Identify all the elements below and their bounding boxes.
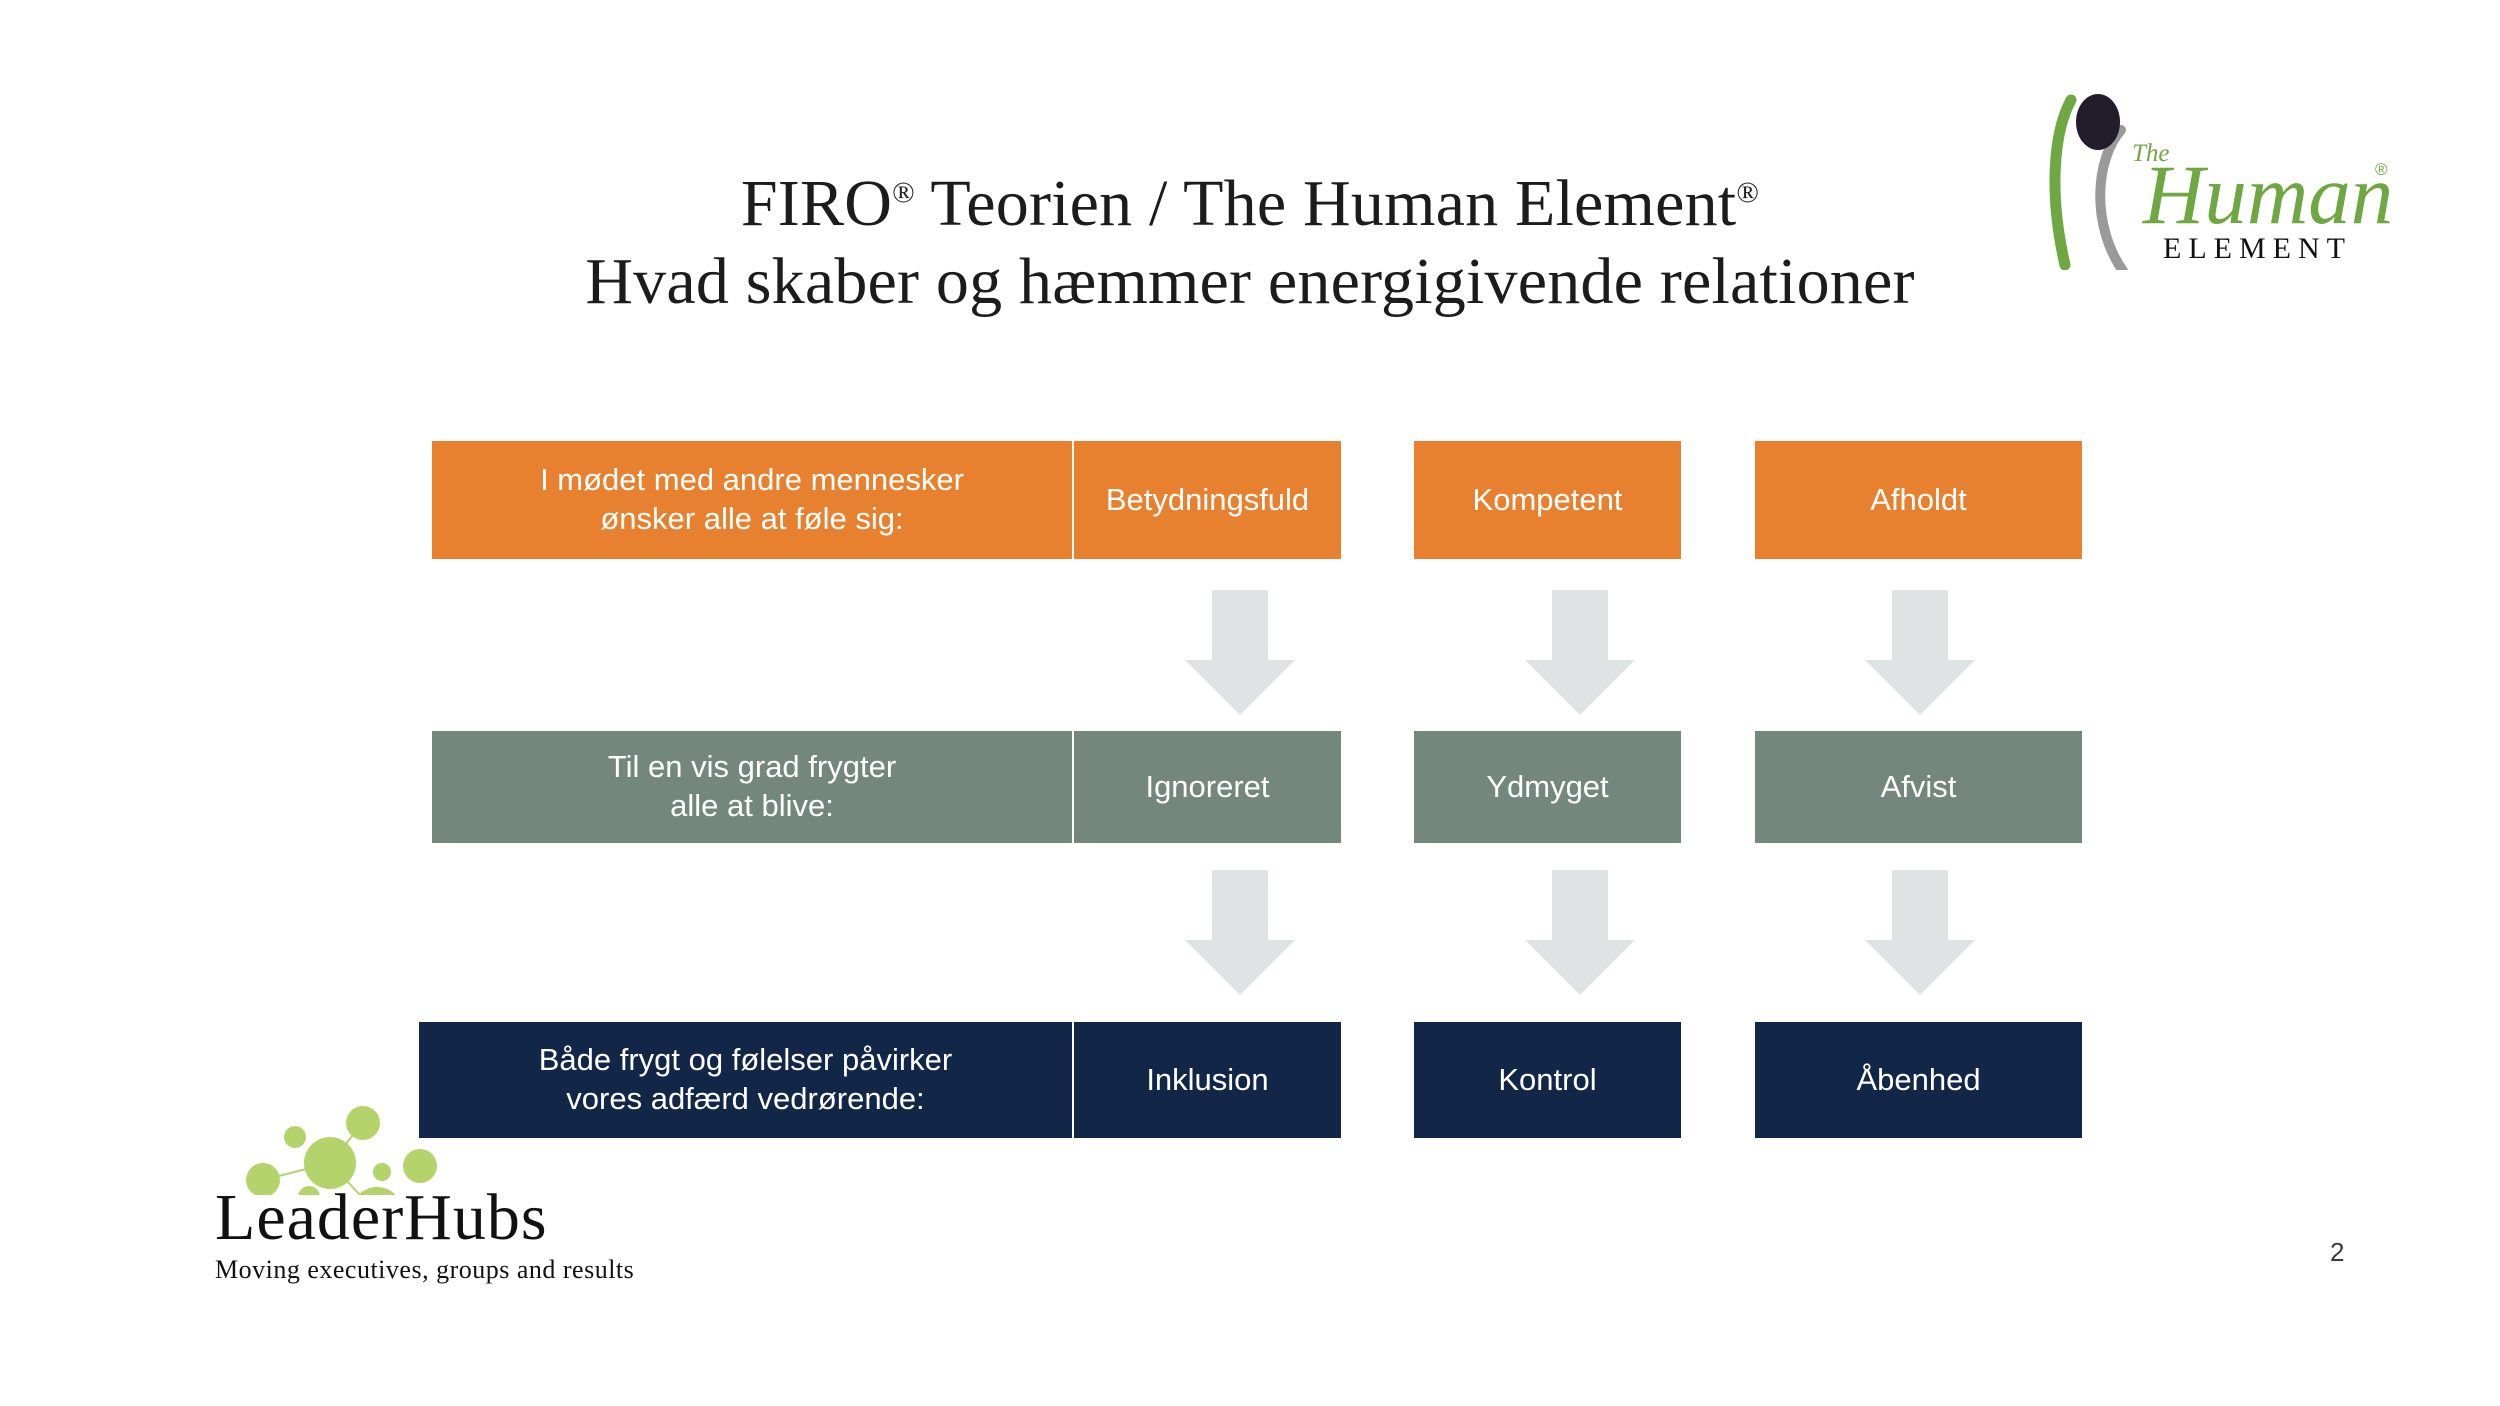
svg-text:Human: Human: [2142, 148, 2393, 242]
title-firo-text: FIRO: [740, 167, 893, 240]
row-label-line1: Til en vis grad frygter: [607, 749, 897, 785]
leaderhubs-tagline: Moving executives, groups and results: [215, 1255, 635, 1284]
row-label-text: Til en vis grad frygter alle at blive:: [608, 748, 896, 826]
matrix-cell-wants-control: Kompetent: [1414, 441, 1681, 559]
matrix-cell-fears-humiliated: Ydmyget: [1414, 731, 1681, 843]
matrix-cell-fears-ignored: Ignoreret: [1074, 731, 1341, 843]
the-human-element-logo: The Human ® ELEMENT: [2035, 75, 2435, 270]
matrix-cell-behaviour-inclusion: Inklusion: [1074, 1022, 1341, 1138]
matrix-cell-fears-rejected: Afvist: [1755, 731, 2082, 843]
row-label-line2: ønsker alle at føle sig:: [600, 501, 904, 536]
registered-mark-icon: ®: [892, 177, 915, 209]
leaderhubs-name: LeaderHubs: [215, 1181, 548, 1254]
arrow-down-icon: [1865, 590, 1975, 715]
title-line1-middle: Teorien / The Human Element: [914, 167, 1737, 240]
matrix-cell-wants-openness: Afholdt: [1755, 441, 2082, 559]
arrow-down-icon: [1185, 590, 1295, 715]
registered-mark-icon: ®: [1736, 177, 1760, 209]
matrix-cell-behaviour-control: Kontrol: [1414, 1022, 1681, 1138]
leaderhubs-network-icon: [246, 1106, 391, 1195]
row-label-text: Både frygt og følelser påvirker vores ad…: [539, 1041, 953, 1119]
arrow-down-icon: [1865, 870, 1975, 995]
page-title: FIRO® Teorien / The Human Element® Hvad …: [300, 165, 2200, 321]
leaderhubs-wordmark: LeaderHubs Moving executives, groups and…: [215, 1185, 655, 1285]
arrow-down-icon: [1525, 870, 1635, 995]
row-label-line1: Både frygt og følelser påvirker: [538, 1042, 953, 1078]
matrix-cell-wants-inclusion: Betydningsfuld: [1074, 441, 1341, 559]
page-number: 2: [2330, 1237, 2345, 1267]
arrow-down-icon: [1525, 590, 1635, 715]
svg-text:®: ®: [2375, 160, 2388, 179]
matrix-row-label-wants: I mødet med andre mennesker ønsker alle …: [432, 441, 1072, 559]
title-line-2: Hvad skaber og hæmmer energigivende rela…: [585, 244, 1915, 318]
svg-text:ELEMENT: ELEMENT: [2163, 232, 2352, 265]
row-label-line1: I mødet med andre mennesker: [540, 462, 964, 498]
matrix-cell-behaviour-openness: Åbenhed: [1755, 1022, 2082, 1138]
row-label-text: I mødet med andre mennesker ønsker alle …: [540, 461, 964, 539]
leaderhubs-logo: LeaderHubs Moving executives, groups and…: [215, 1045, 655, 1300]
row-label-line2: alle at blive:: [670, 788, 834, 823]
arrow-down-icon: [1185, 870, 1295, 995]
matrix-row-label-behaviour: Både frygt og følelser påvirker vores ad…: [419, 1022, 1072, 1138]
matrix-row-label-fears: Til en vis grad frygter alle at blive:: [432, 731, 1072, 843]
title-line-1: FIRO® Teorien / The Human Element®: [300, 165, 2200, 243]
row-label-line2: vores adfærd vedrørende:: [566, 1081, 925, 1116]
svg-text:The: The: [2132, 140, 2170, 167]
